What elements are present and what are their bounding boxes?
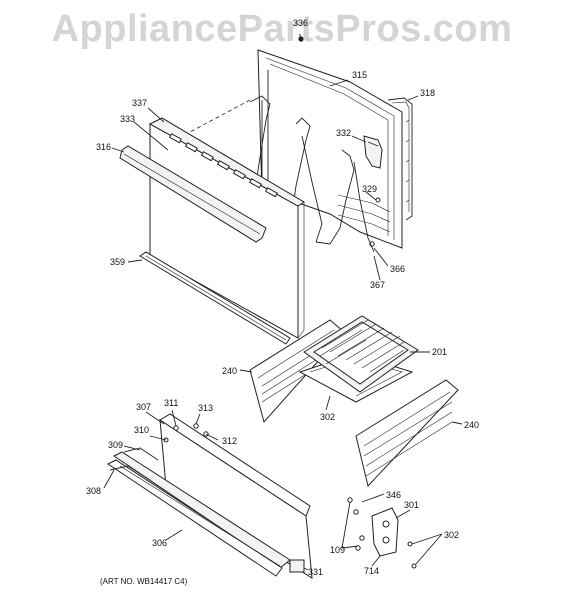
drawer-foot-331 — [289, 559, 305, 573]
callout-332: 332 — [336, 128, 352, 138]
callout-302-right: 302 — [444, 530, 460, 540]
callout-333: 333 — [120, 114, 136, 124]
callout-331: 331 — [308, 567, 324, 577]
bottom-trim-359 — [139, 251, 291, 345]
drawer-rails — [109, 447, 159, 481]
side-panel-240-right — [355, 379, 459, 488]
callout-336: 336 — [293, 18, 309, 28]
hinge-332 — [363, 135, 383, 169]
callout-201: 201 — [432, 347, 448, 357]
callout-310: 310 — [134, 425, 150, 435]
callout-313: 313 — [198, 403, 214, 413]
callout-301: 301 — [404, 500, 420, 510]
vent-slots — [168, 133, 278, 198]
callout-366: 366 — [390, 264, 406, 274]
callout-312: 312 — [222, 436, 238, 446]
callout-346: 346 — [386, 490, 402, 500]
callout-714: 714 — [364, 566, 380, 576]
watermark: AppliancePartsPros.com — [51, 8, 513, 50]
art-number: (ART NO. WB14417 C4) — [100, 577, 188, 586]
drawer-handle-306 — [107, 451, 305, 577]
callout-318: 318 — [420, 88, 436, 98]
door-handle-316 — [119, 145, 267, 243]
drawer-front-panel — [159, 413, 313, 579]
callout-311: 311 — [164, 398, 179, 408]
callout-302-pan: 302 — [320, 412, 336, 422]
broiler-grid-201 — [303, 315, 419, 393]
callout-109: 109 — [330, 545, 346, 555]
callout-306: 306 — [152, 538, 168, 548]
outer-door-panel — [148, 117, 305, 339]
callout-359: 359 — [110, 257, 126, 267]
drawer-bracket-301 — [371, 507, 399, 557]
callout-308: 308 — [86, 486, 102, 496]
callout-315: 315 — [352, 70, 368, 80]
rack-wires — [249, 95, 375, 253]
callout-240-right: 240 — [464, 420, 480, 430]
leader-lines — [103, 34, 463, 571]
callout-316: 316 — [96, 142, 112, 152]
callout-307: 307 — [136, 402, 152, 412]
screw-336 — [298, 36, 304, 42]
callout-309: 309 — [108, 440, 124, 450]
callout-240-upper: 240 — [222, 366, 238, 376]
screw-329 — [375, 197, 381, 203]
callout-367: 367 — [370, 280, 386, 290]
callout-337: 337 — [132, 98, 148, 108]
gasket-318 — [387, 97, 413, 221]
callout-329: 329 — [362, 184, 378, 194]
